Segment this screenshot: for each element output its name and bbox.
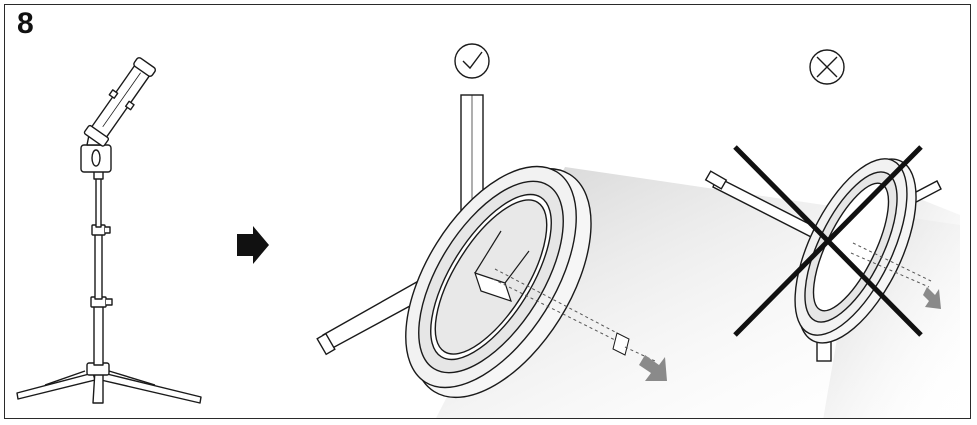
- tripod-leg-right: [100, 372, 202, 404]
- ring-light: [405, 165, 592, 399]
- direction-arrow-incorrect: [923, 287, 941, 309]
- clamp-knob-lower: [106, 298, 113, 306]
- tripod-stand: [16, 57, 202, 404]
- holder-end-bottom: [83, 124, 110, 147]
- clamp-knob-upper: [105, 226, 111, 234]
- pole-middle: [94, 232, 103, 300]
- illustration: [16, 43, 960, 418]
- check-circle-icon: [454, 43, 490, 79]
- pole-lower: [93, 304, 104, 366]
- pole-upper: [95, 176, 102, 228]
- holder-end-top: [133, 57, 157, 77]
- arrow-right-icon: [237, 226, 269, 264]
- x-circle-icon: [809, 49, 845, 85]
- incorrect-example: [704, 49, 960, 418]
- side-arm-cap: [316, 332, 336, 356]
- ball-head-knob: [91, 149, 101, 167]
- step-number: 8: [17, 7, 34, 40]
- incorrect-cross: [733, 145, 923, 337]
- instruction-panel: 8: [4, 4, 971, 419]
- tripod-leg-left: [16, 372, 96, 400]
- direction-arrow-correct: [639, 355, 667, 381]
